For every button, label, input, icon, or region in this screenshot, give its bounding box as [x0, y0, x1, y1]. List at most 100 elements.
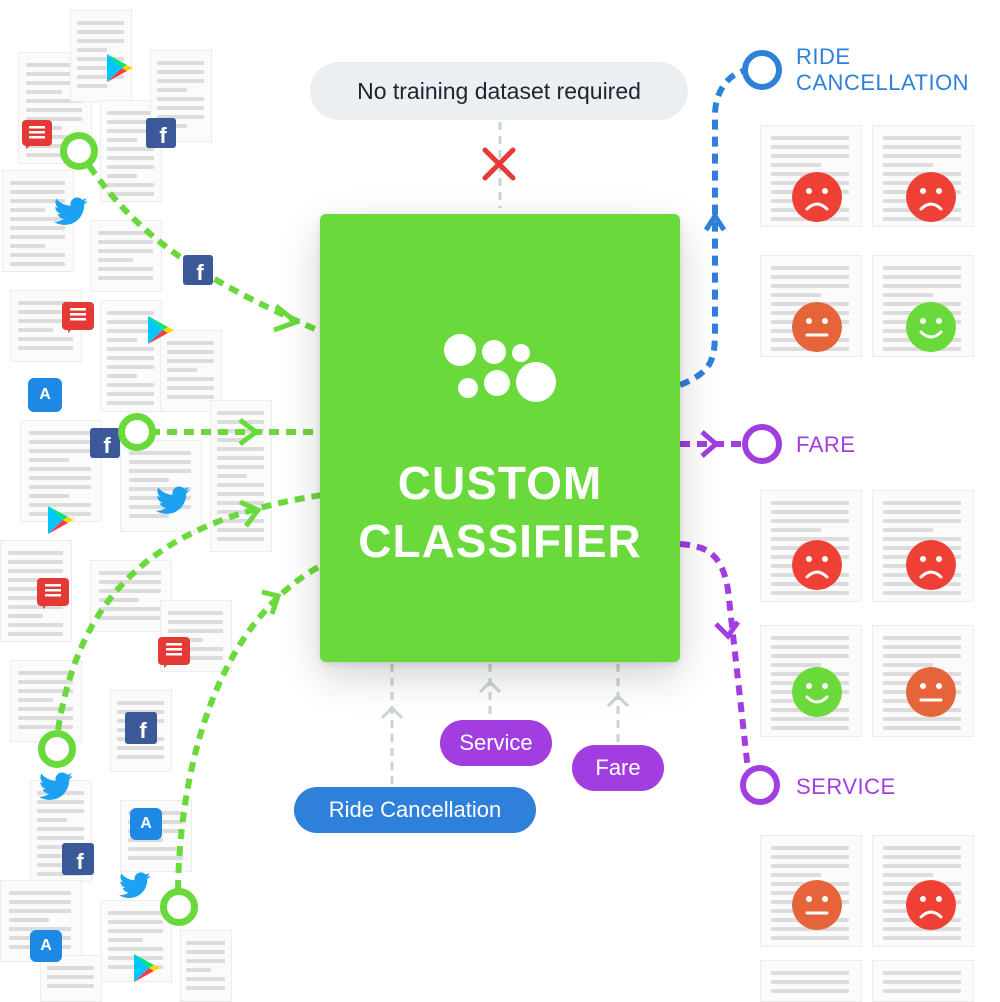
document-text-line — [107, 120, 154, 124]
document-text-line — [107, 320, 154, 324]
sad-face-icon — [792, 540, 842, 590]
document-text-line — [107, 374, 137, 378]
document-text-line — [168, 656, 223, 660]
document-text-line — [29, 440, 92, 444]
custom-classifier-box: CUSTOM CLASSIFIER — [320, 214, 680, 662]
document-text-line — [771, 971, 849, 975]
output-connector-ride — [678, 67, 749, 388]
document-text-line — [129, 514, 169, 518]
document-text-line — [217, 519, 264, 523]
input-node — [60, 132, 98, 170]
document-text-line — [108, 920, 163, 924]
document-text-line — [217, 456, 264, 460]
document-text-line — [99, 616, 162, 620]
document-text-line — [883, 163, 933, 167]
document-text-line — [26, 117, 83, 121]
document-text-line — [77, 75, 124, 79]
output-connector-service — [679, 541, 751, 771]
neutral-face-icon — [792, 880, 842, 930]
output-arrow-ride — [703, 211, 727, 232]
document-text-line — [883, 591, 961, 595]
document — [10, 660, 82, 742]
document-text-line — [167, 341, 214, 345]
document-text-line — [771, 501, 849, 505]
document-text-line — [217, 411, 264, 415]
google-play-icon — [107, 54, 133, 82]
document — [40, 955, 102, 1002]
document-text-line — [129, 460, 192, 464]
document-text-line — [26, 153, 83, 157]
document-text-line — [26, 63, 83, 67]
document-text-line — [883, 537, 961, 541]
output-label-ride-line1: RIDE — [796, 44, 851, 69]
document-text-line — [771, 163, 821, 167]
document-text-line — [37, 854, 67, 858]
no-training-dataset-note: No training dataset required — [310, 62, 688, 120]
document-text-line — [157, 97, 204, 101]
document-text-line — [98, 231, 153, 235]
document-text-line — [29, 467, 92, 471]
document-text-line — [117, 755, 164, 759]
document-text-line — [883, 663, 933, 667]
document-text-line — [883, 154, 961, 158]
document-text-line — [108, 929, 163, 933]
document-text-line — [10, 208, 45, 212]
document-text-line — [26, 144, 83, 148]
document-text-line — [883, 654, 961, 658]
document-text-line — [18, 346, 73, 350]
document-text-line — [26, 108, 83, 112]
document-text-line — [217, 474, 247, 478]
google-play-icon — [148, 316, 174, 344]
document-text-line — [107, 311, 154, 315]
document-text-line — [883, 528, 933, 532]
document — [872, 960, 974, 1002]
document-text-line — [26, 99, 83, 103]
message-icon — [62, 302, 94, 333]
document-text-line — [18, 707, 73, 711]
document-text-line — [883, 855, 961, 859]
document-text-line — [37, 836, 84, 840]
document-text-line — [37, 872, 84, 876]
document-text-line — [883, 145, 961, 149]
document-text-line — [771, 537, 849, 541]
document-text-line — [47, 984, 94, 988]
document-text-line — [771, 510, 849, 514]
document-text-line — [771, 519, 849, 523]
document-text-line — [771, 645, 849, 649]
document-text-line — [771, 726, 849, 730]
document-text-line — [883, 519, 961, 523]
document-text-line — [883, 645, 961, 649]
document-text-line — [26, 90, 63, 94]
document-text-line — [771, 873, 821, 877]
document-text-line — [129, 487, 192, 491]
document-text-line — [8, 587, 63, 591]
document-text-line — [186, 950, 225, 954]
happy-face-icon — [906, 302, 956, 352]
document-text-line — [883, 726, 961, 730]
document-text-line — [8, 614, 43, 618]
document-text-line — [77, 84, 107, 88]
classifier-title-line2: CLASSIFIER — [358, 515, 642, 567]
output-node-fare — [742, 424, 782, 464]
document-text-line — [168, 629, 223, 633]
document-text-line — [771, 846, 849, 850]
document-text-line — [9, 927, 72, 931]
sad-face-icon — [792, 172, 842, 222]
document — [160, 330, 222, 412]
app-store-icon: A — [28, 378, 62, 412]
document-text-line — [129, 451, 192, 455]
output-arrow-fare — [700, 430, 720, 458]
document-text-line — [186, 968, 211, 972]
document-text-line — [217, 492, 264, 496]
document-text-line — [10, 190, 65, 194]
document-text-line — [98, 258, 133, 262]
document-text-line — [10, 262, 65, 266]
document-text-line — [18, 671, 73, 675]
document-text-line — [37, 845, 84, 849]
document-text-line — [771, 275, 849, 279]
google-play-icon — [48, 506, 74, 534]
document-text-line — [883, 971, 961, 975]
document-text-line — [77, 30, 124, 34]
